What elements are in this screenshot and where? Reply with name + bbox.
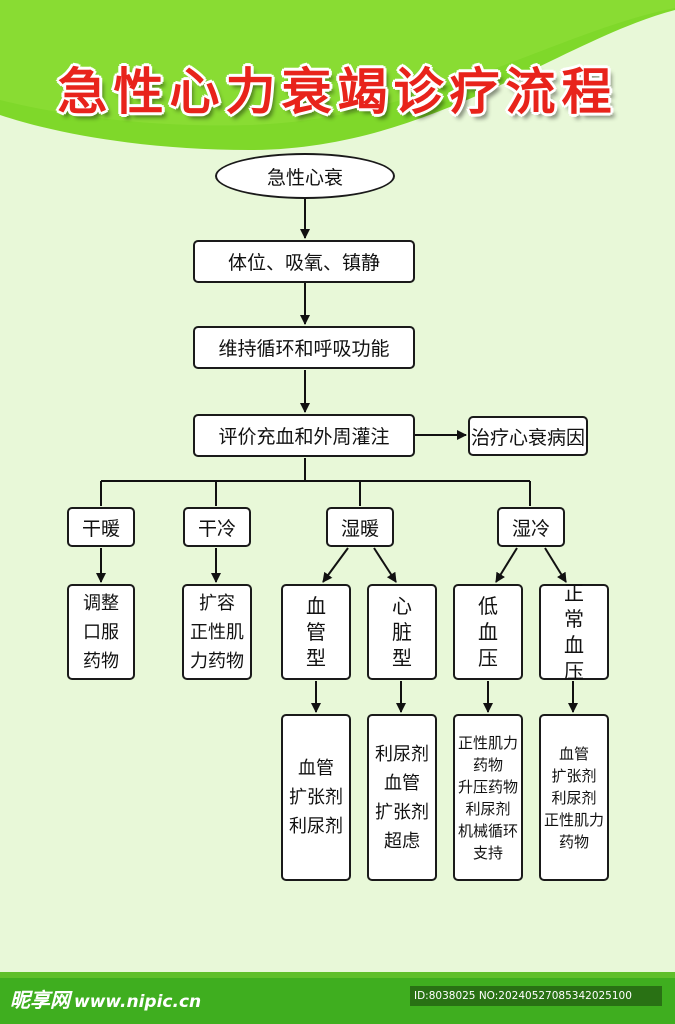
node-cardiac-tx: 利尿剂 血管 扩张剂 超虑 bbox=[367, 714, 437, 881]
node-dry-cold-action-label: 扩容 正性肌 力药物 bbox=[190, 592, 244, 672]
node-wet-warm: 湿暖 bbox=[326, 507, 394, 547]
node-step1: 体位、吸氧、镇静 bbox=[193, 240, 415, 283]
node-normal-bp: 正 常 血 压 bbox=[539, 581, 609, 683]
node-low-bp-tx: 正性肌力 药物 升压药物 利尿剂 机械循环 支持 bbox=[453, 714, 523, 881]
watermark-url: www.nipic.cn bbox=[74, 992, 202, 1012]
node-normal-bp-tx: 血管 扩张剂 利尿剂 正性肌力 药物 bbox=[539, 714, 609, 881]
node-cardiac-tx-label: 利尿剂 血管 扩张剂 超虑 bbox=[375, 743, 429, 852]
node-wet-warm-label: 湿暖 bbox=[340, 517, 379, 540]
arrow-wet-cold-lowbp bbox=[495, 547, 518, 583]
footer-bar bbox=[0, 978, 675, 1024]
node-side: 治疗心衰病因 bbox=[468, 416, 588, 456]
page-title: 急性心力衰竭诊疗流程 bbox=[57, 63, 618, 121]
node-step2: 维持循环和呼吸功能 bbox=[193, 326, 415, 369]
node-cardiac: 心 脏 型 bbox=[367, 584, 437, 680]
node-side-label: 治疗心衰病因 bbox=[470, 426, 585, 449]
node-step3: 评价充血和外周灌注 bbox=[193, 414, 415, 457]
watermark-brand: 昵享网 bbox=[10, 988, 70, 1012]
arrow-wet-warm-vascular bbox=[322, 547, 349, 583]
node-dry-cold-action: 扩容 正性肌 力药物 bbox=[182, 584, 252, 680]
node-dry-cold-label: 干冷 bbox=[197, 517, 236, 540]
node-dry-warm-action-label: 调整 口服 药物 bbox=[83, 592, 119, 672]
node-start-label: 急性心衰 bbox=[266, 166, 343, 189]
node-dry-cold: 干冷 bbox=[183, 507, 251, 547]
arrow-wet-cold-normalbp bbox=[544, 547, 567, 583]
header-wave-highlight bbox=[0, 0, 675, 126]
node-vascular-tx: 血管 扩张剂 利尿剂 bbox=[281, 714, 351, 881]
node-dry-warm-label: 干暖 bbox=[81, 517, 120, 540]
footer-stripe bbox=[0, 972, 675, 978]
node-vascular-label: 血 管 型 bbox=[306, 594, 326, 670]
node-cardiac-label: 心 脏 型 bbox=[392, 594, 412, 670]
node-dry-warm-action: 调整 口服 药物 bbox=[67, 584, 135, 680]
node-step1-label: 体位、吸氧、镇静 bbox=[227, 252, 380, 274]
node-wet-cold: 湿冷 bbox=[497, 507, 565, 547]
node-start: 急性心衰 bbox=[215, 153, 395, 199]
arrow-wet-warm-cardiac bbox=[373, 547, 397, 583]
node-wet-cold-label: 湿冷 bbox=[511, 517, 550, 540]
node-vascular-tx-label: 血管 扩张剂 利尿剂 bbox=[289, 758, 343, 837]
watermark-id: ID:8038025 NO:20240527085342025100 bbox=[410, 986, 662, 1006]
node-low-bp-tx-label: 正性肌力 药物 升压药物 利尿剂 机械循环 支持 bbox=[457, 733, 518, 862]
node-dry-warm: 干暖 bbox=[67, 507, 135, 547]
node-low-bp-label: 低 血 压 bbox=[478, 594, 498, 670]
node-normal-bp-label: 正 常 血 压 bbox=[564, 581, 584, 683]
node-step2-label: 维持循环和呼吸功能 bbox=[218, 338, 390, 360]
node-step3-label: 评价充血和外周灌注 bbox=[218, 426, 390, 448]
node-vascular: 血 管 型 bbox=[281, 584, 351, 680]
node-normal-bp-tx-label: 血管 扩张剂 利尿剂 正性肌力 药物 bbox=[543, 744, 604, 851]
node-low-bp: 低 血 压 bbox=[453, 584, 523, 680]
